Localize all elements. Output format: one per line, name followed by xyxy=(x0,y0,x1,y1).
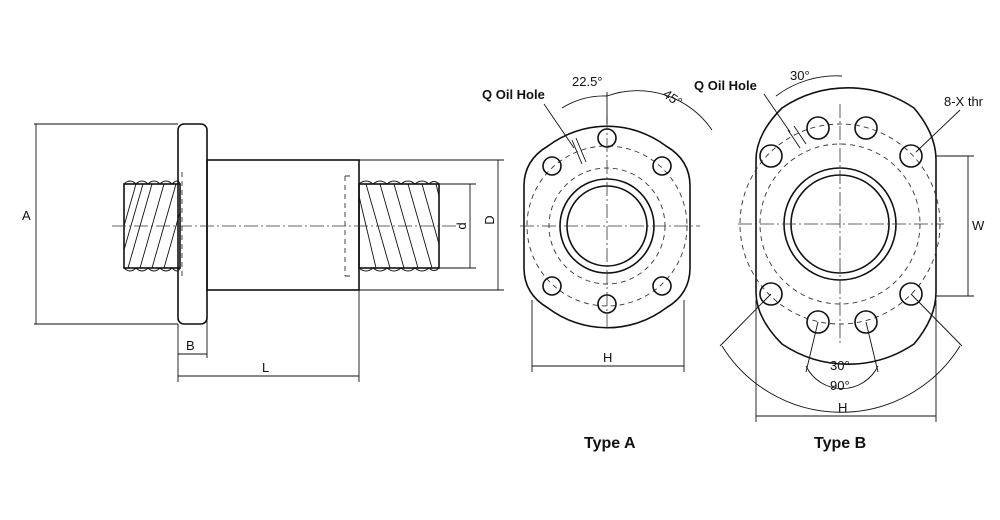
type-b-label-H: H xyxy=(838,400,847,415)
type-b-label-W: W xyxy=(972,218,985,233)
type-a-caption: Type A xyxy=(584,435,636,452)
nut-body xyxy=(206,159,360,291)
type-b-angle-bottom: 30° xyxy=(830,358,850,373)
type-b-view: 30° Q Oil Hole 8-X thr W 30° 90° H T xyxy=(694,68,985,452)
type-a-angle-large: 45° xyxy=(660,86,685,110)
type-a-label-H: H xyxy=(603,350,612,365)
label-A: A xyxy=(22,208,31,223)
type-b-dimension-H: H xyxy=(755,300,937,422)
type-a-angle-small: 22.5° xyxy=(572,74,603,89)
type-b-thread-label: 8-X thr xyxy=(944,94,984,109)
type-b-flange-outline xyxy=(755,87,937,365)
label-d: d xyxy=(454,222,469,229)
dimension-L: L xyxy=(177,290,360,382)
label-L: L xyxy=(262,360,269,375)
label-D: D xyxy=(482,215,497,224)
type-b-caption: Type B xyxy=(814,435,866,452)
type-a-dimension-H: H xyxy=(531,300,685,372)
type-a-flange-outline xyxy=(523,125,691,329)
dimension-A: A xyxy=(22,123,178,325)
type-a-oil-hole-label: Q Oil Hole xyxy=(482,87,545,102)
type-b-bolt-holes xyxy=(759,116,923,334)
dimension-d: d xyxy=(439,183,476,269)
dimension-D: D xyxy=(359,159,504,291)
flange xyxy=(177,123,208,325)
side-view: A B L d D xyxy=(22,123,504,382)
type-b-angle-top: 30° xyxy=(790,68,810,83)
type-b-dimension-W: W xyxy=(936,155,985,297)
type-b-oil-hole-label: Q Oil Hole xyxy=(694,78,757,93)
type-a-view: 22.5° 45° Q Oil Hole H Type A xyxy=(482,74,713,452)
dimension-B: B xyxy=(177,290,208,358)
type-b-angle-outer: 90° xyxy=(830,378,850,393)
label-B: B xyxy=(186,338,195,353)
